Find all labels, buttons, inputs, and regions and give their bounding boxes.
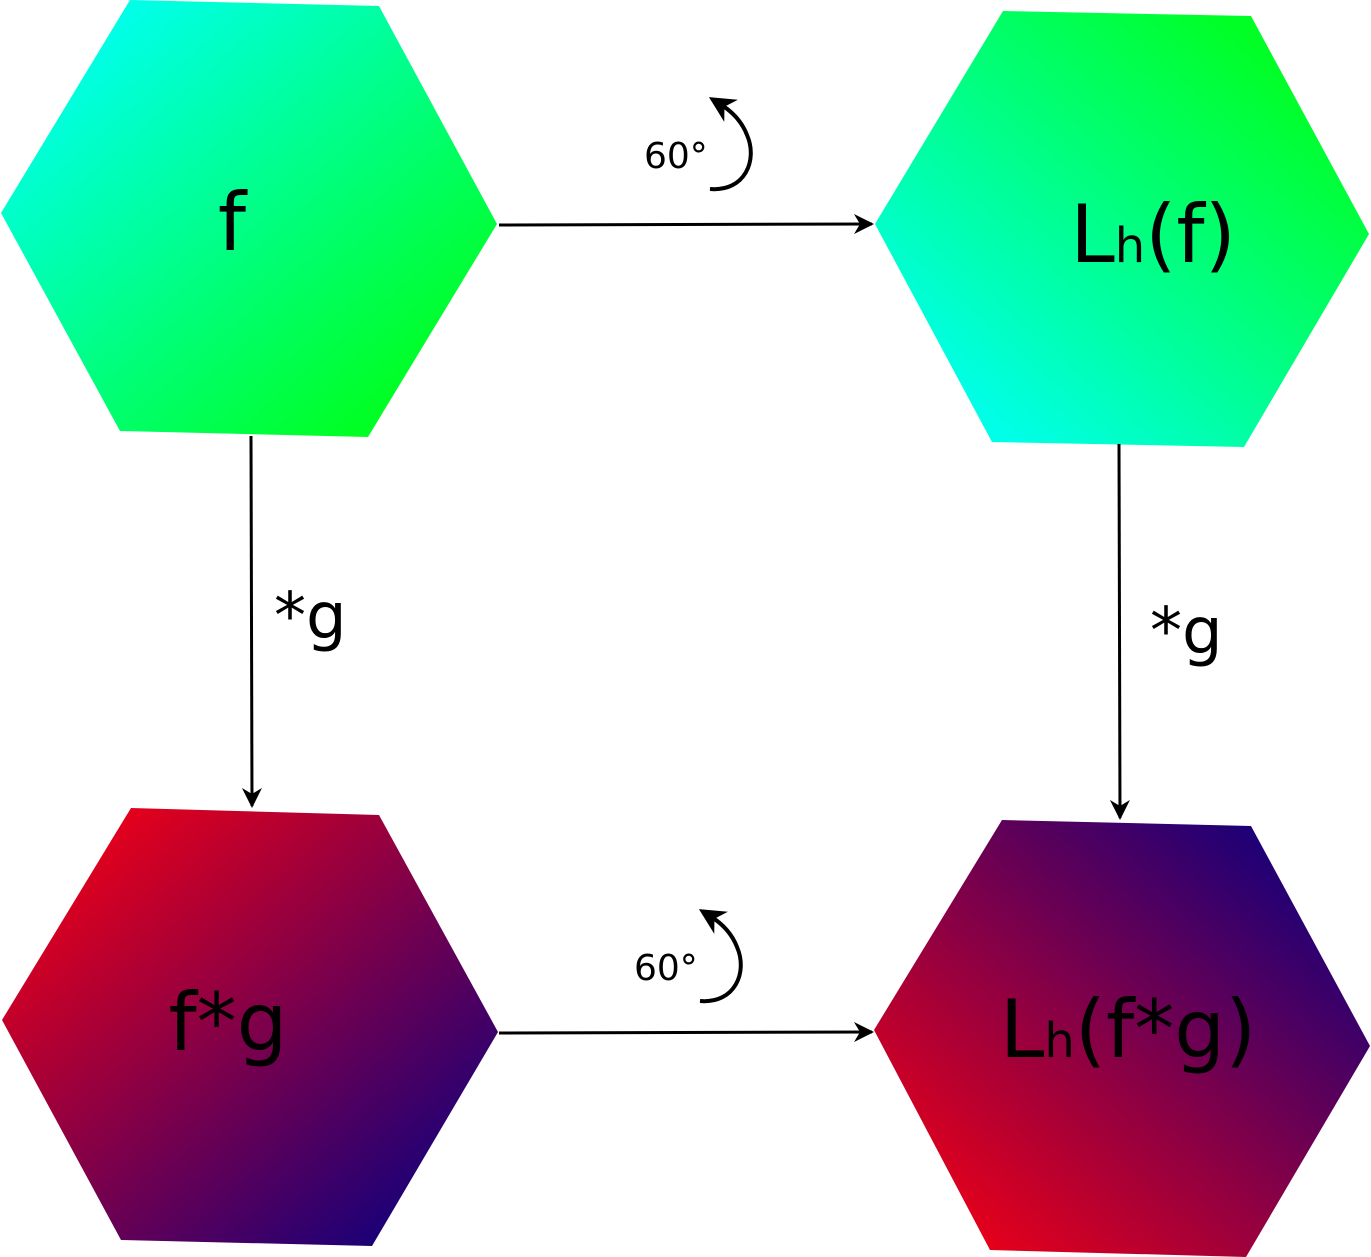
- rotate-ccw-icon: [698, 909, 743, 1004]
- edge-left-convolution: *g: [241, 435, 347, 808]
- node-lh-f-conv-g-label-sub: h: [1044, 1013, 1074, 1069]
- hexagon-lh-f-conv-g: [874, 820, 1370, 1257]
- arrow-left-convolution: [241, 435, 262, 808]
- node-f-conv-g: f*g: [2, 808, 498, 1246]
- node-lh-f-conv-g-label: Lh(f*g): [1000, 983, 1256, 1076]
- node-lh-f-label-main: L: [1070, 188, 1115, 281]
- hexagon-lh-f: [875, 11, 1369, 447]
- node-lh-f-label-sub: h: [1115, 218, 1145, 274]
- edge-right-convolution: *g: [1109, 443, 1223, 820]
- edge-left-convolution-label: *g: [274, 580, 347, 654]
- node-lh-f-conv-g-label-main: L: [1000, 983, 1045, 1076]
- edge-right-convolution-label: *g: [1150, 595, 1223, 669]
- edge-bottom-rotation-label: 60°: [634, 948, 698, 989]
- node-f-label: f: [218, 176, 248, 269]
- node-lh-f-label: Lh(f): [1070, 188, 1236, 281]
- node-f-conv-g-label: f*g: [169, 976, 288, 1069]
- node-lh-f-conv-g-label-rest: (f*g): [1075, 983, 1256, 1076]
- rotate-ccw-icon: [708, 97, 753, 192]
- edge-top-rotation-label: 60°: [644, 136, 708, 177]
- hexagon-f: [1, 0, 497, 437]
- arrow-bottom-rotation: [498, 1022, 874, 1043]
- edge-bottom-rotation: 60°: [498, 909, 874, 1043]
- hexagon-f-conv-g: [2, 808, 498, 1246]
- arrow-top-rotation: [498, 214, 874, 235]
- node-lh-f-conv-g: Lh(f*g): [874, 820, 1370, 1257]
- edge-top-rotation: 60°: [498, 97, 874, 235]
- node-lh-f-label-rest: (f): [1145, 188, 1236, 281]
- node-lh-f: Lh(f): [875, 11, 1369, 447]
- arrow-right-convolution: [1109, 443, 1130, 820]
- node-f: f: [1, 0, 497, 437]
